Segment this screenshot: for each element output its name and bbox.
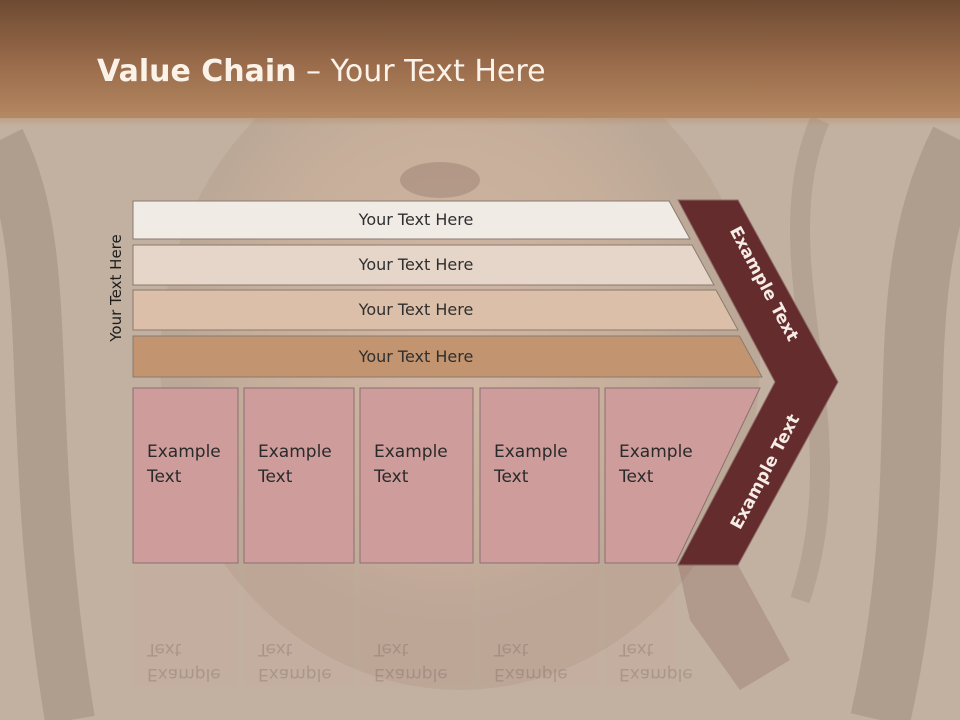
activity-box-5-reflection <box>605 566 675 686</box>
activity-box-1 <box>132 387 239 564</box>
bar-1-label: Your Text Here <box>358 210 474 229</box>
activity-box-1-reflection <box>133 566 238 686</box>
bar-4-label: Your Text Here <box>358 346 474 366</box>
bar-1 <box>132 200 691 240</box>
activity-box-4 <box>479 387 600 564</box>
bar-3 <box>132 289 739 331</box>
activity-box-4-reflection-label: Example Text <box>494 639 568 684</box>
activity-box-1-label: Example Text <box>147 442 221 487</box>
bar-4 <box>132 335 763 378</box>
chevron-arrow <box>677 199 839 566</box>
activity-box-3 <box>359 387 474 564</box>
header-fade <box>0 112 960 126</box>
slide-title: Value Chain – Your Text Here <box>97 54 546 89</box>
activity-box-3-reflection <box>360 566 473 686</box>
activity-box-4-reflection <box>480 566 599 686</box>
activity-box-4-label: Example Text <box>494 442 568 487</box>
activity-box-2-label: Example Text <box>258 442 332 487</box>
activity-box-5 <box>604 387 761 564</box>
activity-box-1-reflection-label: Example Text <box>147 639 221 684</box>
bar-3-label: Your Text Here <box>358 300 474 319</box>
activity-box-2-reflection-label: Example Text <box>258 639 332 684</box>
title-bold: Value Chain <box>97 54 297 89</box>
activity-box-5-reflection-label: Example Text <box>619 639 693 684</box>
activity-box-3-label: Example Text <box>374 442 448 487</box>
header-band <box>0 0 960 118</box>
title-rest: – Your Text Here <box>296 54 546 89</box>
chevron-reflection <box>678 565 790 690</box>
activity-box-3-reflection-label: Example Text <box>374 639 448 684</box>
activity-box-2 <box>243 387 355 564</box>
bar-2-label: Your Text Here <box>358 255 474 274</box>
activity-box-2-reflection <box>244 566 354 686</box>
activity-box-5-label: Example Text <box>619 442 693 487</box>
bar-2 <box>132 244 715 286</box>
